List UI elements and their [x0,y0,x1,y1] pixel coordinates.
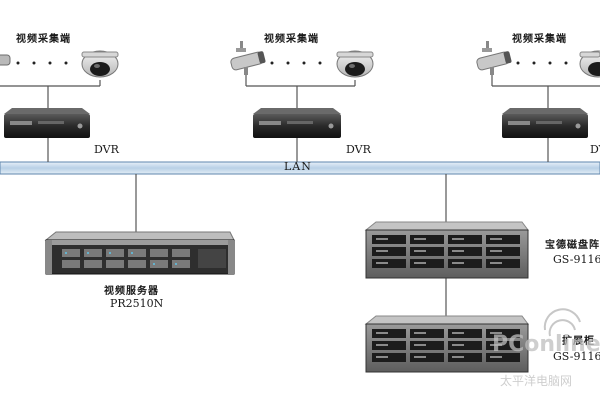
expansion-enclosure-icon [364,315,529,373]
camera-ellipsis [16,61,568,65]
disk-array-icon [364,221,529,279]
watermark-subtext: 太平洋电脑网 [500,374,573,388]
storage-primary-model: GS-9116 [553,253,600,266]
storage-primary-title: 宝德磁盘阵 [545,240,600,251]
connection-lines [0,74,600,316]
storage-expansion-title: 扩展柜 [562,336,595,347]
capture-group-3-label: 视频采集端 [512,34,567,45]
dome-camera-icon [579,50,600,78]
capture-group-1-label: 视频采集端 [16,34,71,45]
bullet-camera-icon [0,54,11,66]
dome-camera-icon [336,50,374,78]
dvr-3-label: DVR [590,143,600,156]
dvr-device-icon [253,108,341,138]
video-server-model: PR2510N [110,297,164,310]
dvr-2-label: DVR [346,143,371,156]
watermark-logo-icon [543,308,581,337]
dome-camera-icon [81,50,119,78]
bullet-camera-icon [230,41,266,75]
storage-expansion-model: GS-9116 [553,350,600,363]
video-server-icon [44,231,235,275]
lan-backbone [0,161,600,175]
dvr-device-icon [4,108,90,138]
watermark-text: PConline [492,332,600,357]
bullet-camera-icon [476,41,512,75]
video-server-title: 视频服务器 [104,286,159,297]
lan-label: LAN [284,160,312,173]
capture-group-2-label: 视频采集端 [264,34,319,45]
dvr-device-icon [502,108,588,138]
dvr-1-label: DVR [94,143,119,156]
